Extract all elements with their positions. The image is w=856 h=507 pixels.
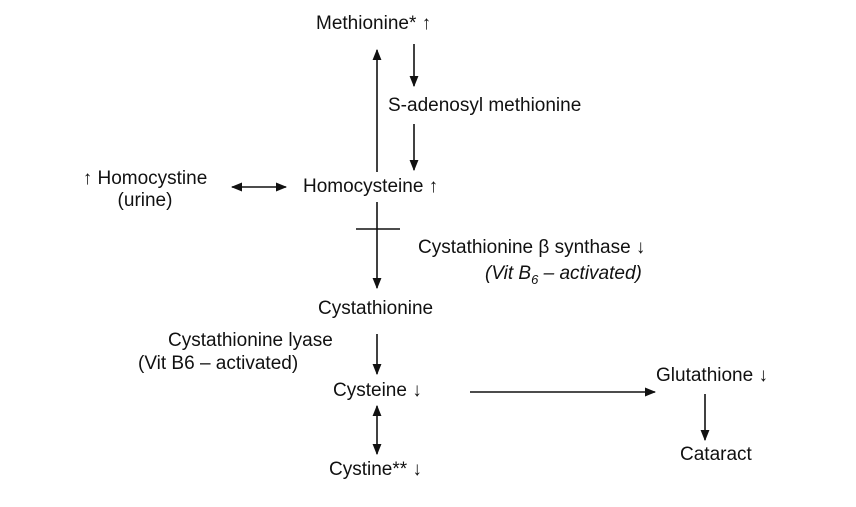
cofactor-vit-b6-cbs: (Vit B6 – activated) bbox=[485, 263, 642, 291]
homocystine-label: ↑ Homocystine bbox=[82, 168, 208, 189]
node-glutathione: Glutathione ↓ bbox=[656, 365, 768, 386]
cofactor-subscript: 6 bbox=[531, 271, 539, 287]
cofactor-post: – activated) bbox=[538, 263, 642, 284]
node-s-adenosyl-methionine: S-adenosyl methionine bbox=[388, 95, 582, 116]
node-homocysteine: Homocysteine ↑ bbox=[303, 176, 439, 197]
cofactor-vit-b6-lyase: (Vit B6 – activated) bbox=[138, 353, 299, 374]
node-cysteine: Cysteine ↓ bbox=[333, 380, 422, 401]
enzyme-cystathionine-beta-synthase: Cystathionine β synthase ↓ bbox=[418, 237, 646, 258]
node-cystathionine: Cystathionine bbox=[318, 298, 434, 319]
homocystine-urine-label: (urine) bbox=[117, 190, 173, 211]
node-homocystine: ↑ Homocystine (urine) bbox=[70, 168, 220, 212]
enzyme-cystathionine-lyase: Cystathionine lyase bbox=[168, 330, 333, 351]
cofactor-pre: (Vit B bbox=[485, 263, 532, 284]
node-cystine: Cystine** ↓ bbox=[329, 459, 422, 480]
node-methionine: Methionine* ↑ bbox=[316, 13, 432, 34]
node-cataract: Cataract bbox=[680, 444, 752, 465]
